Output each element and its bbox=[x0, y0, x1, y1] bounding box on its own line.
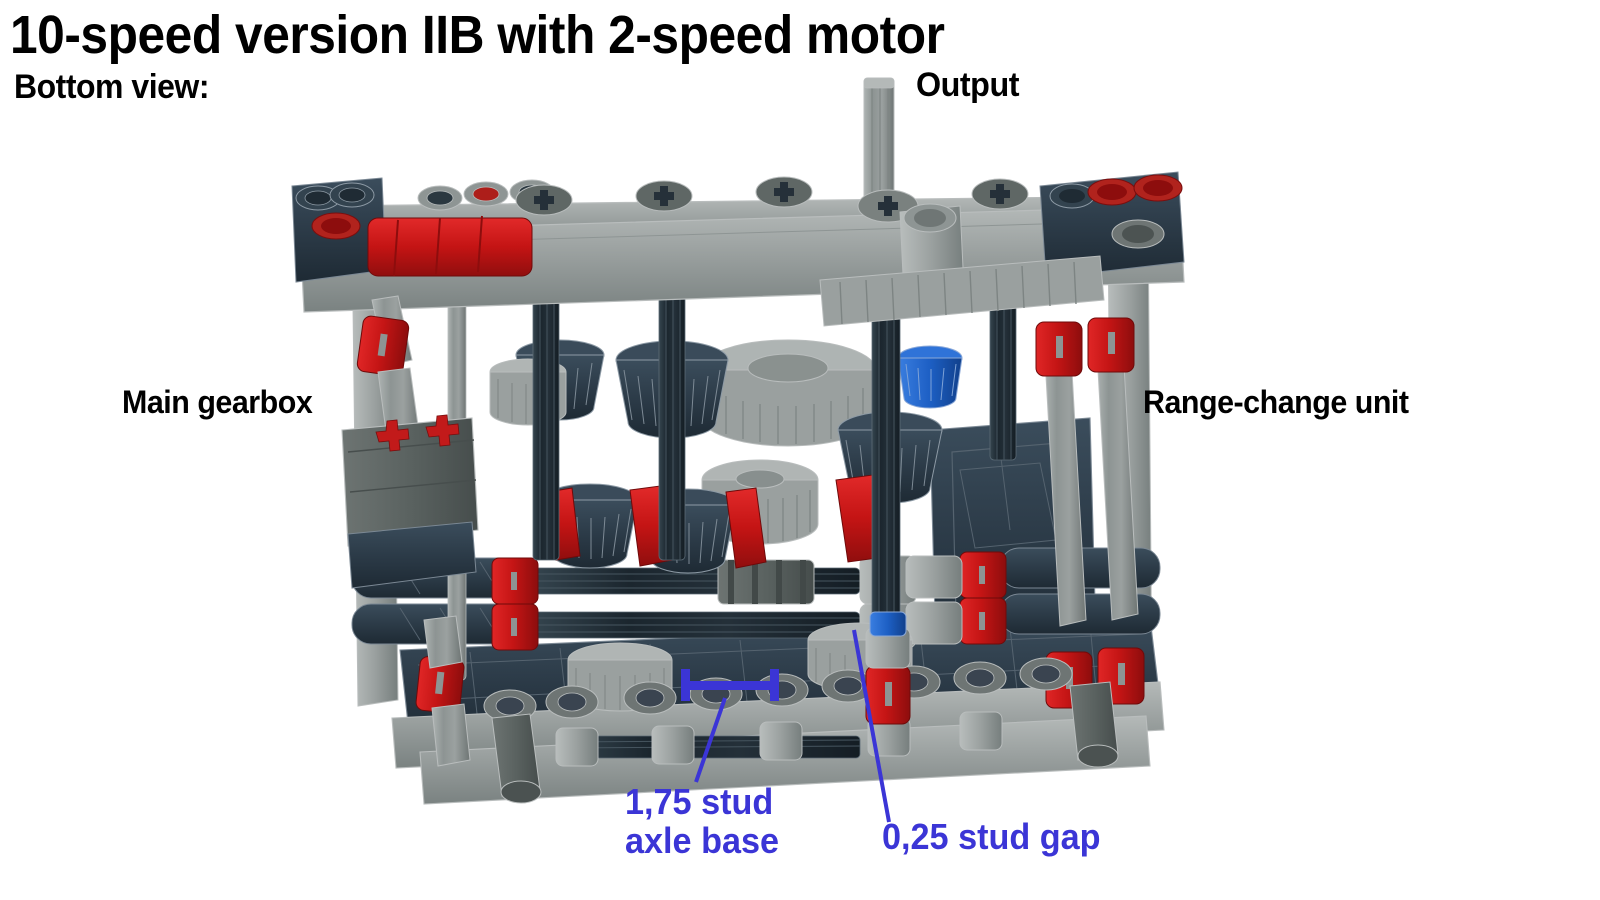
mid-axles bbox=[491, 551, 1007, 651]
top-gear-rack bbox=[819, 255, 1105, 327]
label-output: Output bbox=[916, 66, 1019, 104]
annotation-graphics bbox=[681, 629, 891, 823]
annotation-stud-gap: 0,25 stud gap bbox=[882, 816, 1101, 857]
motor-block-left bbox=[341, 414, 479, 589]
red-bush-left bbox=[491, 557, 539, 651]
dimension-bracket bbox=[681, 669, 779, 701]
page-title: 10-speed version IIB with 2-speed motor bbox=[10, 5, 945, 65]
left-lower-red-pin bbox=[415, 615, 471, 767]
red-bush-right bbox=[959, 551, 1007, 645]
annotation-axle-base-line1: 1,75 stud bbox=[625, 781, 774, 822]
annotation-axle-base-line2: axle base bbox=[625, 819, 780, 861]
leader-line-stud-gap bbox=[852, 629, 891, 823]
center-red-clutch bbox=[865, 611, 911, 725]
annotation-stud-gap-line1: 0,25 stud gap bbox=[882, 816, 1101, 857]
leader-line-axle-base bbox=[694, 697, 727, 783]
top-stud-row bbox=[291, 171, 1185, 297]
bottom-axle-row bbox=[555, 711, 1003, 767]
gear-cluster bbox=[489, 339, 963, 712]
blue-bevel-gear bbox=[897, 345, 963, 409]
red-connector-left bbox=[367, 215, 533, 277]
bottom-pinhole-row bbox=[483, 657, 1119, 804]
view-subtitle: Bottom view: bbox=[14, 68, 210, 106]
label-main-gearbox: Main gearbox bbox=[122, 384, 313, 420]
label-range-change-unit: Range-change unit bbox=[1143, 384, 1409, 420]
annotation-axle-base: 1,75 stud axle base bbox=[625, 781, 780, 861]
